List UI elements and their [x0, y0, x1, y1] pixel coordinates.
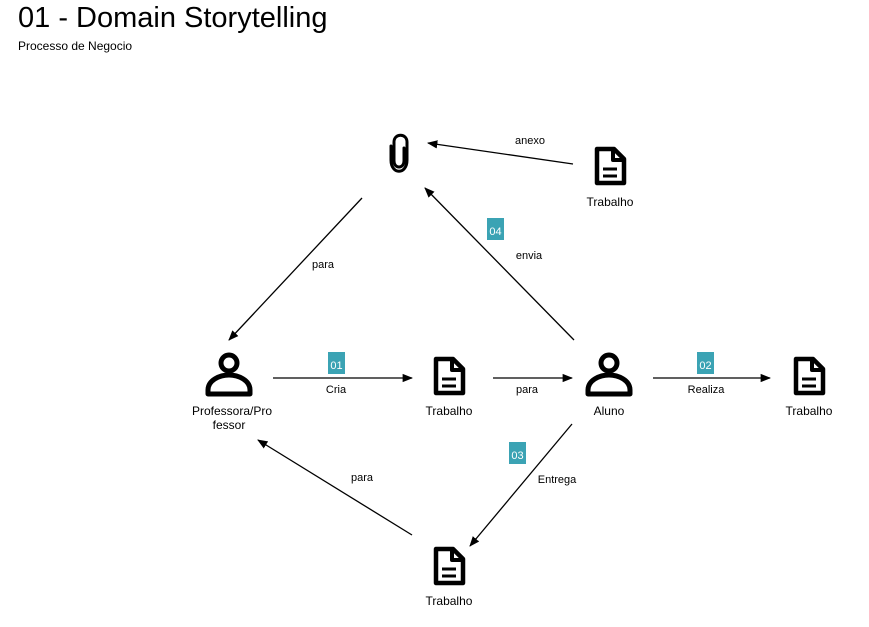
edge-para-doc-to-professor[interactable]: para — [257, 439, 413, 536]
edge-label-para: para — [351, 472, 374, 484]
step-badge-02 — [697, 352, 714, 374]
step-badge-03-text: 03 — [511, 450, 523, 462]
document-icon — [436, 359, 463, 393]
edge-para-clip-to-professor[interactable]: para — [228, 197, 363, 341]
node-trabalho-top[interactable]: Trabalho — [587, 149, 634, 209]
edge-label-para: para — [312, 259, 335, 271]
page-subtitle: Processo de Negocio — [18, 39, 133, 53]
node-label-aluno: Aluno — [594, 404, 625, 418]
document-icon — [796, 359, 823, 393]
edge-label-para: para — [516, 384, 539, 396]
node-trabalho-bottom[interactable]: Trabalho — [426, 549, 473, 608]
person-icon — [208, 355, 250, 394]
node-professor[interactable]: Professora/Pro fessor — [192, 355, 272, 432]
document-icon — [597, 149, 624, 183]
node-trabalho-center[interactable]: Trabalho — [426, 359, 473, 418]
step-badge-04-text: 04 — [489, 226, 501, 238]
step-badge-02-text: 02 — [699, 360, 711, 372]
node-label-trabalho: Trabalho — [786, 404, 833, 418]
document-icon — [436, 549, 463, 583]
paperclip-icon — [389, 133, 409, 173]
node-label-professor-line1: Professora/Pro — [192, 404, 272, 418]
edge-envia[interactable]: 04 envia — [424, 187, 575, 341]
node-label-trabalho: Trabalho — [426, 594, 473, 608]
node-attachment[interactable] — [389, 133, 409, 173]
edge-entrega[interactable]: 03 Entrega — [469, 423, 577, 547]
edge-anexo[interactable]: anexo — [426, 135, 574, 165]
edge-label-envia: envia — [516, 250, 543, 262]
node-label-professor-line2: fessor — [213, 418, 246, 432]
edge-label-entrega: Entrega — [538, 474, 577, 486]
edge-para-doc-to-aluno[interactable]: para — [493, 373, 574, 396]
person-icon — [588, 355, 630, 394]
edge-label-realiza: Realiza — [688, 384, 726, 396]
node-label-trabalho: Trabalho — [587, 195, 634, 209]
step-badge-04 — [487, 218, 504, 240]
node-label-trabalho: Trabalho — [426, 404, 473, 418]
node-trabalho-right[interactable]: Trabalho — [786, 359, 833, 418]
edge-label-anexo: anexo — [515, 135, 545, 147]
step-badge-03 — [509, 442, 526, 464]
edge-realiza[interactable]: 02 Realiza — [653, 352, 772, 396]
page-title: 01 - Domain Storytelling — [18, 2, 328, 34]
edge-cria[interactable]: 01 Cria — [273, 352, 414, 396]
edge-label-cria: Cria — [326, 384, 347, 396]
node-aluno[interactable]: Aluno — [588, 355, 630, 418]
step-badge-01-text: 01 — [330, 360, 342, 372]
step-badge-01 — [328, 352, 345, 374]
